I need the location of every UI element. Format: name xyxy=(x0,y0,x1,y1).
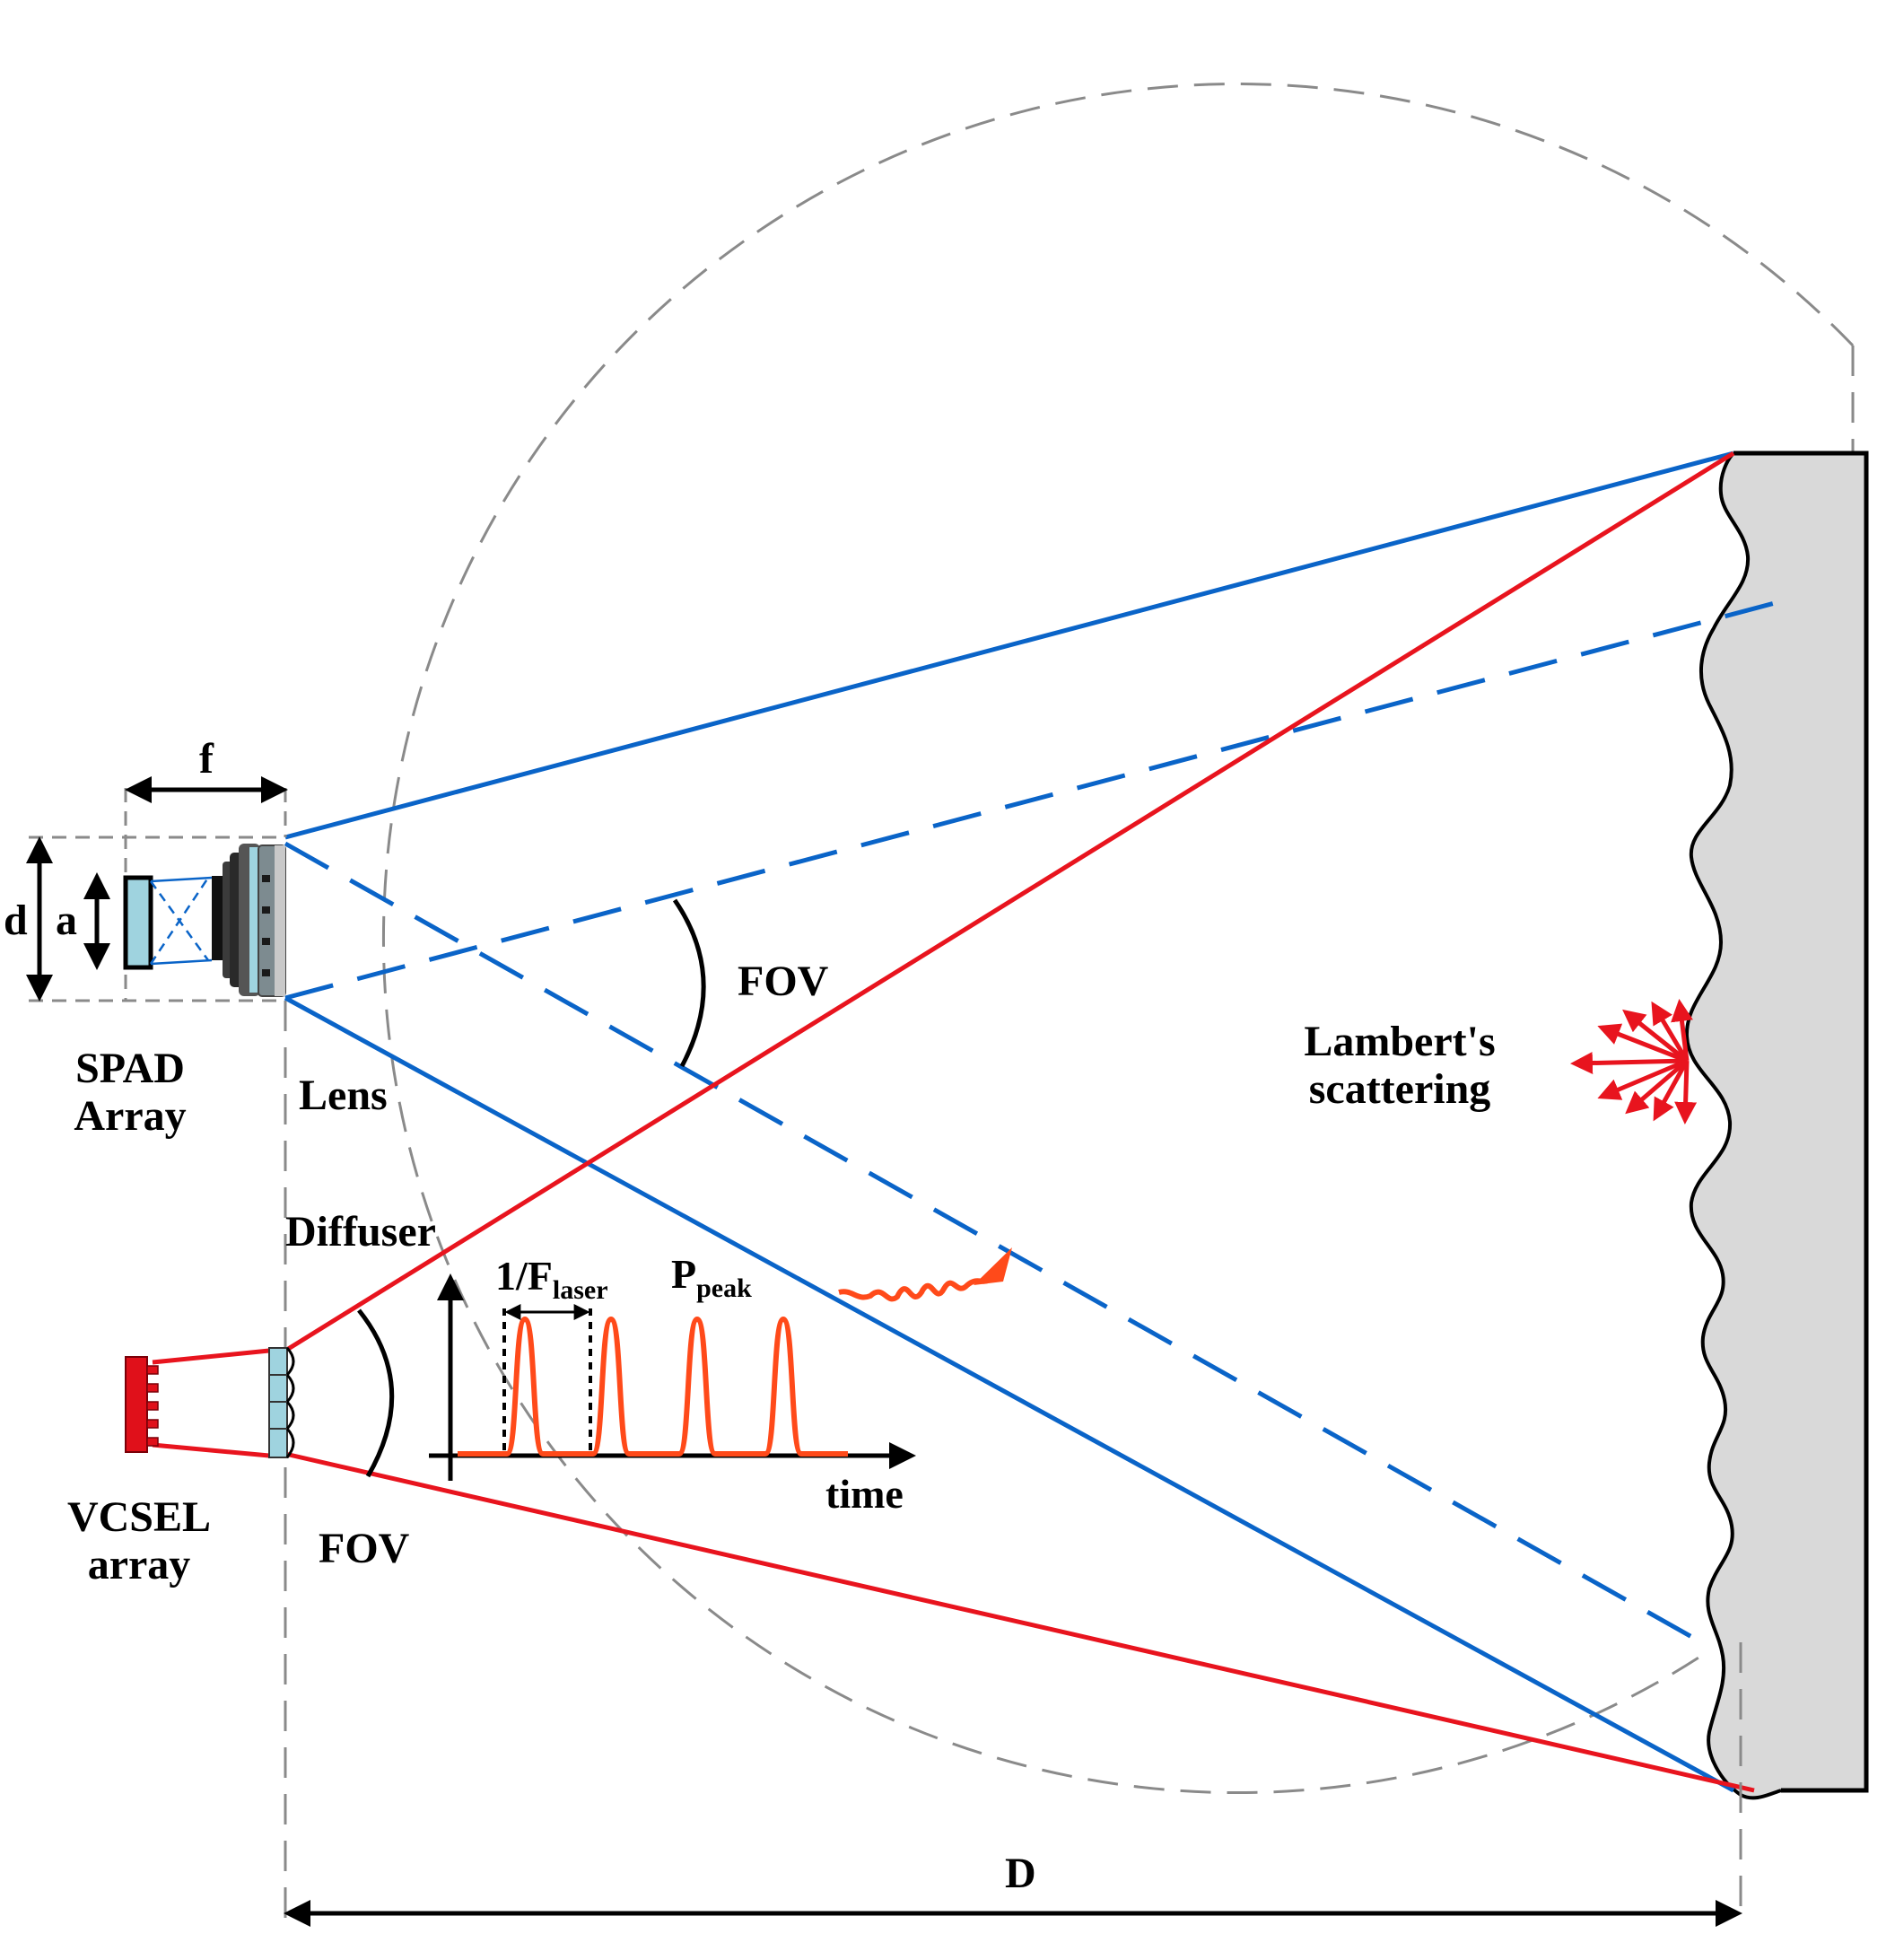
laser-period-label: 1/Flaser xyxy=(495,1253,608,1305)
camera-lens xyxy=(212,844,286,997)
spad-label-line2: Array xyxy=(74,1091,187,1140)
receiver-dash-upper xyxy=(284,600,1776,1001)
lambert-label-line2: scattering xyxy=(1308,1064,1491,1113)
target-wavy-edge xyxy=(1684,451,1782,1800)
lens-label: Lens xyxy=(299,1072,388,1119)
vcsel-array xyxy=(125,1356,159,1453)
pulse-trace xyxy=(458,1316,848,1457)
a-label: a xyxy=(56,897,77,944)
receiver-beam-top xyxy=(284,451,1734,840)
vcsel-label-line1: VCSEL xyxy=(66,1493,212,1541)
vcsel-beam-top xyxy=(152,1348,270,1365)
emitter-fov-label: FOV xyxy=(319,1525,410,1572)
peak-power-label: Ppeak xyxy=(671,1251,752,1303)
spad-array-label: SPAD Array xyxy=(54,1045,206,1141)
vcsel-array-label: VCSEL array xyxy=(49,1493,229,1589)
d-label: d xyxy=(4,897,28,944)
receiver-fov-arc xyxy=(672,898,706,1068)
receiver-beam xyxy=(284,451,1776,1793)
receiver-beam-bottom xyxy=(284,995,1735,1793)
receiver-dash-lower xyxy=(284,841,1711,1649)
distance-label: D xyxy=(1005,1850,1036,1897)
receiver-fov-label: FOV xyxy=(738,958,829,1005)
focal-length-label: f xyxy=(199,735,214,783)
peak-power-sub: peak xyxy=(696,1273,752,1303)
diffuser-label: Diffuser xyxy=(285,1208,436,1256)
lambert-scattering-arrows xyxy=(1570,999,1698,1124)
emitter-beam-bottom xyxy=(284,1451,1755,1793)
laser-period-prefix: 1/F xyxy=(495,1253,553,1299)
spad-array xyxy=(123,875,213,970)
target-frame xyxy=(1733,451,1869,1793)
emitter-beam-top xyxy=(284,451,1735,1353)
diffuser xyxy=(268,1346,295,1458)
vcsel-label-line2: array xyxy=(87,1540,191,1588)
spad-label-line1: SPAD xyxy=(75,1045,185,1092)
time-axis-label: time xyxy=(825,1471,904,1517)
peak-power-prefix: P xyxy=(671,1251,697,1297)
guide-circle xyxy=(381,83,1855,1795)
vcsel-beam-bottom xyxy=(152,1442,270,1458)
emitter-beam xyxy=(152,451,1755,1793)
pulse-plot xyxy=(429,1273,916,1481)
laser-period-sub: laser xyxy=(552,1275,608,1305)
target-surface xyxy=(1686,453,1866,1798)
photon-wave xyxy=(838,1247,1012,1302)
lambert-scattering-label: Lambert's scattering xyxy=(1283,1018,1516,1114)
lambert-label-line1: Lambert's xyxy=(1304,1018,1496,1065)
emitter-fov-arc xyxy=(357,1308,395,1478)
